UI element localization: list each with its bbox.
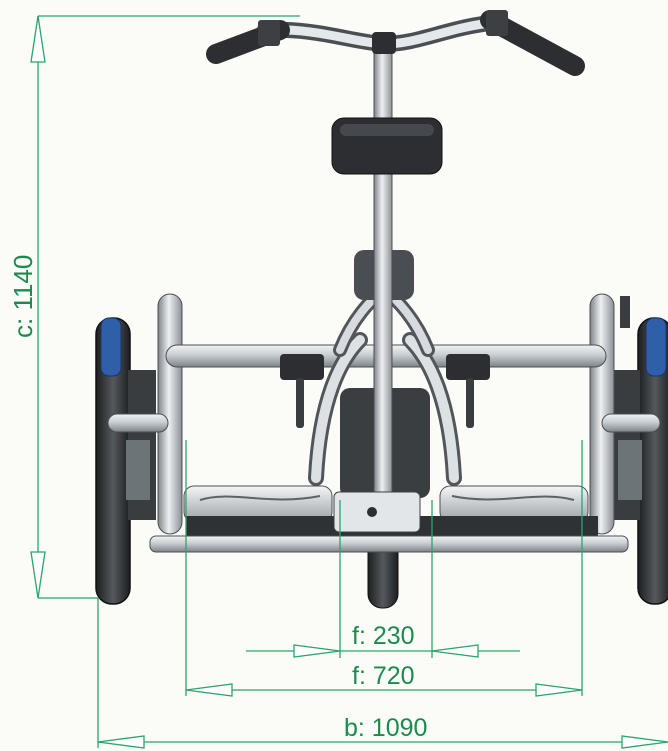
bottom-bar [149, 535, 629, 553]
dimension-f-720-label: f: 720 [352, 662, 415, 690]
dimension-c-label: c: 1140 [8, 255, 38, 338]
dimension-f-230 [246, 500, 520, 658]
brake-controls [280, 354, 490, 428]
dimension-b-label: b: 1090 [344, 714, 427, 742]
dimension-annotations [30, 15, 668, 749]
left-wheel [95, 317, 156, 605]
steering-column [373, 39, 393, 541]
footboards [183, 485, 598, 538]
dimension-c-height [30, 15, 300, 599]
dimension-b-1090 [97, 598, 668, 749]
tricycle [95, 10, 668, 609]
handlebar [206, 10, 585, 76]
dimension-f-230-label: f: 230 [352, 622, 415, 650]
right-axle-stub [601, 413, 661, 433]
right-wheel [612, 317, 668, 605]
left-axle-stub [107, 413, 169, 433]
dimension-f-720 [185, 440, 583, 697]
